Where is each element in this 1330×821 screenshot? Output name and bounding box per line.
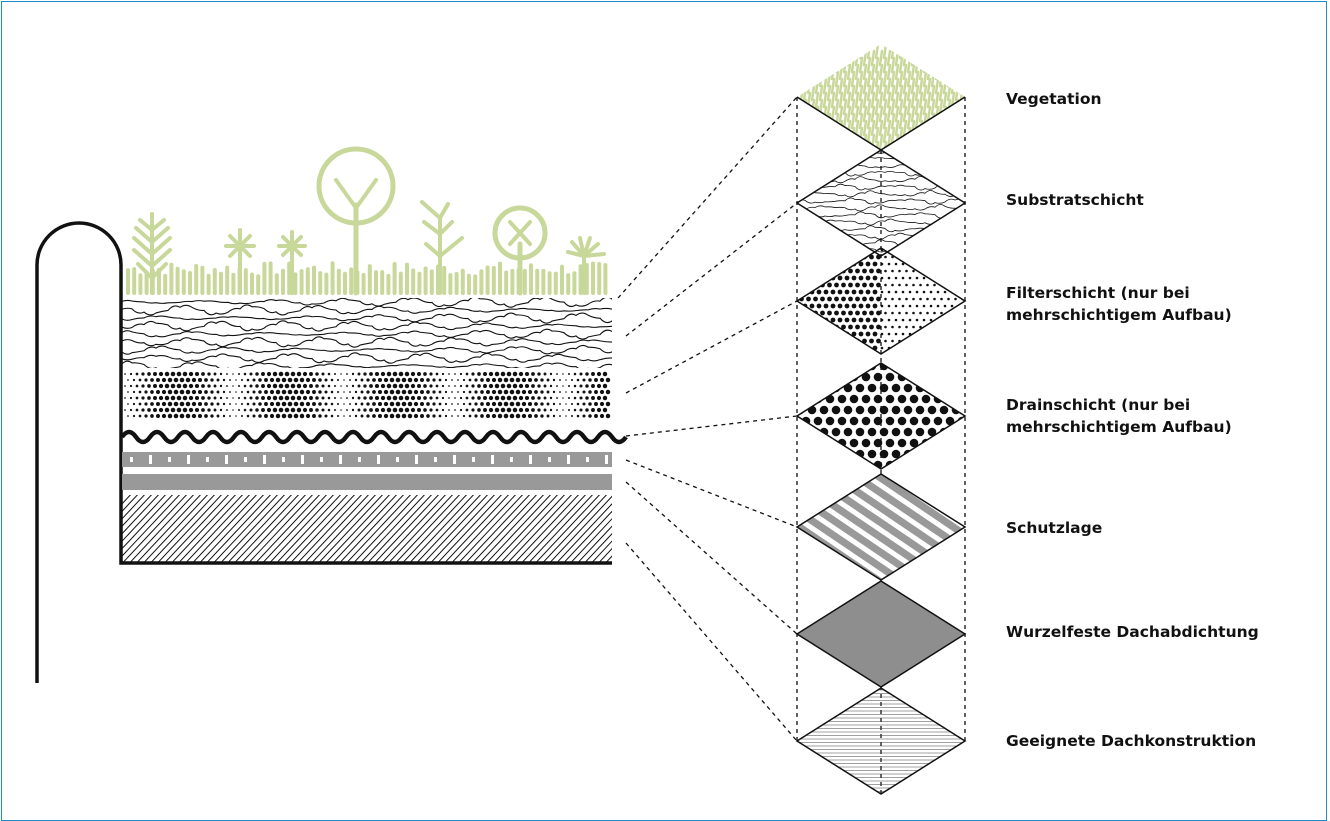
construction-layer [122, 495, 612, 562]
label-substrate: Substratschicht [1006, 191, 1144, 209]
vegetation-layer [126, 146, 608, 296]
vegetation-diamond [796, 44, 966, 151]
branch-plant-icon [420, 200, 464, 295]
flower-icon [277, 230, 307, 295]
fan-plant-icon [566, 236, 606, 295]
label-filter-line-2: mehrschichtigem Aufbau) [1006, 306, 1232, 324]
label-drain: Drainschicht (nur bei mehrschichtigem Au… [1006, 394, 1232, 438]
flower-icon [224, 228, 256, 295]
filter-layer [124, 371, 611, 419]
waterproofing-layer [122, 474, 612, 490]
protection-layer [122, 452, 612, 467]
waterproofing-diamond [795, 580, 967, 688]
label-filter-line-1: Filterschicht (nur bei [1006, 284, 1190, 302]
construction-diamond [795, 687, 967, 795]
substrate-diamond [795, 149, 967, 257]
fern-icon [132, 212, 172, 295]
drain-layer [120, 429, 628, 445]
filter-diamond [795, 247, 967, 355]
label-drain-line-2: mehrschichtigem Aufbau) [1006, 418, 1232, 436]
label-drain-line-1: Drainschicht (nur bei [1006, 396, 1191, 414]
label-vegetation: Vegetation [1006, 90, 1102, 108]
tree-large-icon [316, 146, 396, 296]
label-filter: Filterschicht (nur bei mehrschichtigem A… [1006, 282, 1232, 326]
label-construction: Geeignete Dachkonstruktion [1006, 732, 1257, 750]
substrate-layer [122, 298, 612, 368]
label-protection: Schutzlage [1006, 519, 1103, 537]
label-waterproofing: Wurzelfeste Dachabdichtung [1006, 623, 1259, 641]
parapet-outline [35, 221, 612, 683]
roof-cross-section [35, 146, 628, 683]
tree-small-icon [492, 205, 548, 296]
